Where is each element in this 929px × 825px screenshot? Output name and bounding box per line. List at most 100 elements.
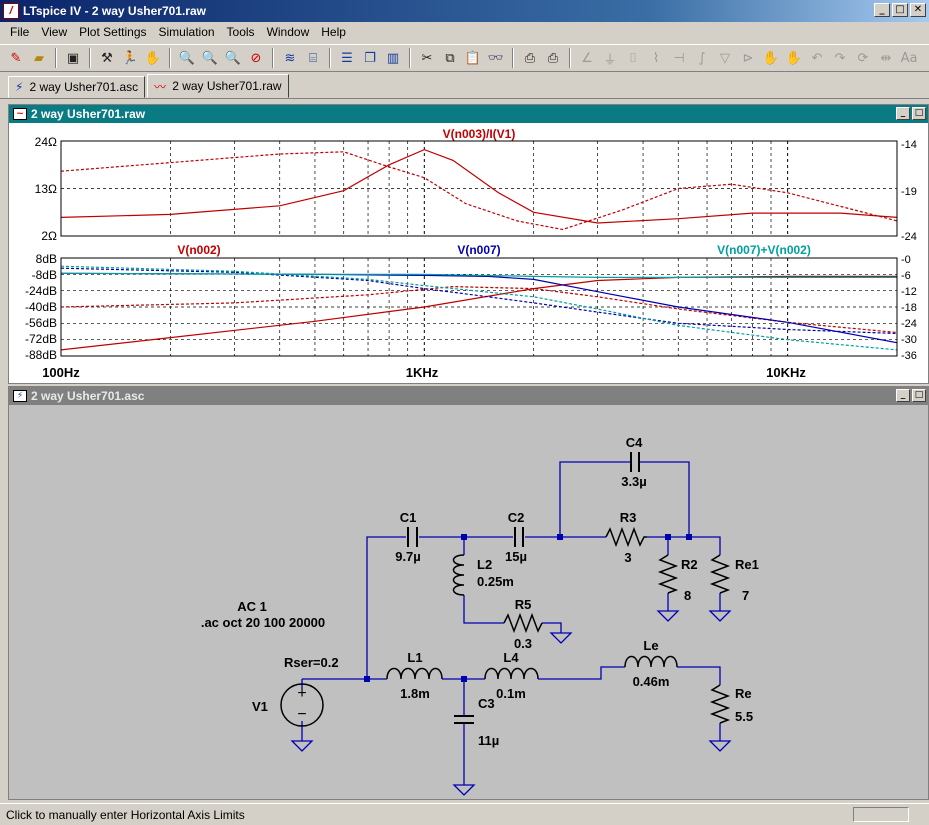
- trace-label-sum[interactable]: V(n007)+V(n002): [717, 243, 811, 257]
- schematic-window-titlebar[interactable]: ⚡ 2 way Usher701.asc _ □: [9, 387, 928, 405]
- label-re-value[interactable]: 5.5: [735, 709, 753, 724]
- top-trace-label[interactable]: V(n003)/I(V1): [443, 127, 516, 141]
- menu-view[interactable]: View: [41, 25, 68, 39]
- inductor-le[interactable]: [624, 655, 678, 668]
- label-l2-value[interactable]: 0.25m: [477, 574, 514, 589]
- resistor-icon[interactable]: ⌇: [652, 50, 660, 66]
- label-re-ref[interactable]: Re: [735, 686, 752, 701]
- resistor-re1[interactable]: [709, 554, 731, 594]
- zoom-cancel-icon[interactable]: ⊘: [250, 50, 262, 66]
- trace-label-vn007[interactable]: V(n007): [457, 243, 500, 257]
- capacitor-c3[interactable]: [454, 715, 474, 724]
- open-icon[interactable]: ▰: [34, 50, 44, 66]
- drag-icon[interactable]: ✋: [785, 50, 803, 66]
- component-icon[interactable]: ⊳: [742, 50, 754, 66]
- cascade-icon[interactable]: ❐: [364, 50, 376, 66]
- x-tick[interactable]: 100Hz: [42, 365, 80, 380]
- label-re1-ref[interactable]: Re1: [735, 557, 759, 572]
- label-r2-ref[interactable]: R2: [681, 557, 698, 572]
- autorange-icon[interactable]: ≋: [284, 50, 296, 66]
- inductor-icon[interactable]: ∫: [698, 50, 706, 66]
- title-bar[interactable]: / LTspice IV - 2 way Usher701.raw _ □ ✕: [0, 0, 929, 22]
- maximize-button[interactable]: □: [912, 107, 926, 120]
- label-source-value[interactable]: AC 1: [237, 599, 267, 614]
- new-schematic-icon[interactable]: ✎: [10, 50, 22, 66]
- label-icon[interactable]: ⌷: [629, 50, 637, 66]
- label-c2-value[interactable]: 15µ: [505, 549, 527, 564]
- print-setup-icon[interactable]: ⎙: [524, 50, 536, 66]
- autoscale-icon[interactable]: ⌸: [309, 50, 317, 66]
- label-re1-value[interactable]: 7: [742, 588, 749, 603]
- resistor-r3[interactable]: [605, 526, 647, 548]
- label-le-value[interactable]: 0.46m: [633, 674, 670, 689]
- waveform-window-titlebar[interactable]: ~ 2 way Usher701.raw _ □: [9, 105, 928, 123]
- paste-icon[interactable]: 📋: [464, 50, 482, 66]
- ground-icon[interactable]: ⏚: [603, 52, 617, 68]
- minimize-button[interactable]: _: [896, 107, 910, 120]
- close-button[interactable]: ✕: [910, 3, 926, 17]
- x-tick[interactable]: 10KHz: [766, 365, 806, 380]
- label-r3-value[interactable]: 3: [624, 550, 631, 565]
- menu-file[interactable]: File: [10, 25, 30, 39]
- label-l4-ref[interactable]: L4: [503, 650, 519, 665]
- label-l4-value[interactable]: 0.1m: [496, 686, 526, 701]
- label-c1-ref[interactable]: C1: [400, 510, 417, 525]
- waveform-plot[interactable]: V(n003)/I(V1) V(n002) V(n007) V(n007)+V(…: [9, 123, 928, 383]
- menu-plot-settings[interactable]: Plot Settings: [79, 25, 147, 39]
- resistor-r5[interactable]: [503, 612, 543, 634]
- tile-vertical-icon[interactable]: ▥: [386, 50, 400, 66]
- label-c1-value[interactable]: 9.7µ: [395, 549, 421, 564]
- run-icon[interactable]: 🏃: [121, 50, 139, 66]
- resistor-r2[interactable]: [657, 554, 679, 594]
- capacitor-icon[interactable]: ⊣: [673, 50, 685, 66]
- tab-waveform[interactable]: 〰 2 way Usher701.raw: [147, 74, 289, 98]
- rotate-icon[interactable]: ⟳: [857, 50, 869, 66]
- label-c3-ref[interactable]: C3: [478, 696, 495, 711]
- diode-icon[interactable]: ▽: [720, 50, 730, 66]
- control-panel-icon[interactable]: ⚒: [101, 50, 113, 66]
- capacitor-c2[interactable]: [514, 527, 524, 547]
- tile-horizontal-icon[interactable]: ☰: [341, 50, 353, 66]
- save-icon[interactable]: ▣: [66, 50, 80, 66]
- label-r5-value[interactable]: 0.3: [514, 636, 532, 651]
- spice-directive[interactable]: .ac oct 20 100 20000: [201, 615, 325, 630]
- text-icon[interactable]: Aa: [900, 50, 918, 66]
- label-c4-value[interactable]: 3.3µ: [621, 474, 647, 489]
- menu-simulation[interactable]: Simulation: [158, 25, 215, 39]
- label-l1-ref[interactable]: L1: [407, 650, 422, 665]
- zoom-in-icon[interactable]: 🔍: [178, 50, 196, 66]
- label-v1-ref[interactable]: V1: [252, 699, 268, 714]
- label-r2-value[interactable]: 8: [684, 588, 691, 603]
- menu-help[interactable]: Help: [321, 25, 346, 39]
- capacitor-c4[interactable]: [630, 452, 640, 472]
- menu-window[interactable]: Window: [266, 25, 310, 39]
- x-tick[interactable]: 1KHz: [406, 365, 439, 380]
- zoom-out-icon[interactable]: 🔍: [224, 50, 242, 66]
- tab-schematic[interactable]: ⚡ 2 way Usher701.asc: [8, 76, 146, 98]
- maximize-button[interactable]: □: [892, 3, 908, 17]
- move-icon[interactable]: ✋: [762, 50, 780, 66]
- inductor-l2[interactable]: [452, 554, 465, 596]
- cut-icon[interactable]: ✂: [421, 50, 433, 66]
- minimize-button[interactable]: _: [874, 3, 890, 17]
- minimize-button[interactable]: _: [896, 389, 910, 402]
- redo-icon[interactable]: ↷: [834, 50, 846, 66]
- mirror-icon[interactable]: ⇹: [880, 50, 892, 66]
- label-r5-ref[interactable]: R5: [515, 597, 532, 612]
- trace-label-vn002[interactable]: V(n002): [177, 243, 220, 257]
- label-c4-ref[interactable]: C4: [626, 435, 643, 450]
- maximize-button[interactable]: □: [912, 389, 926, 402]
- zoom-area-icon[interactable]: 🔍: [201, 50, 219, 66]
- label-l1-value[interactable]: 1.8m: [400, 686, 430, 701]
- inductor-l1[interactable]: [386, 667, 443, 680]
- undo-icon[interactable]: ↶: [811, 50, 823, 66]
- label-c2-ref[interactable]: C2: [508, 510, 525, 525]
- copy-icon[interactable]: ⧉: [445, 50, 455, 66]
- draw-wire-icon[interactable]: ∠: [581, 50, 593, 66]
- print-icon[interactable]: ⎙: [547, 50, 559, 66]
- label-rser[interactable]: Rser=0.2: [284, 655, 339, 670]
- label-r3-ref[interactable]: R3: [620, 510, 637, 525]
- pan-icon[interactable]: ✋: [144, 50, 162, 66]
- resistor-re[interactable]: [709, 684, 731, 724]
- label-l2-ref[interactable]: L2: [477, 557, 492, 572]
